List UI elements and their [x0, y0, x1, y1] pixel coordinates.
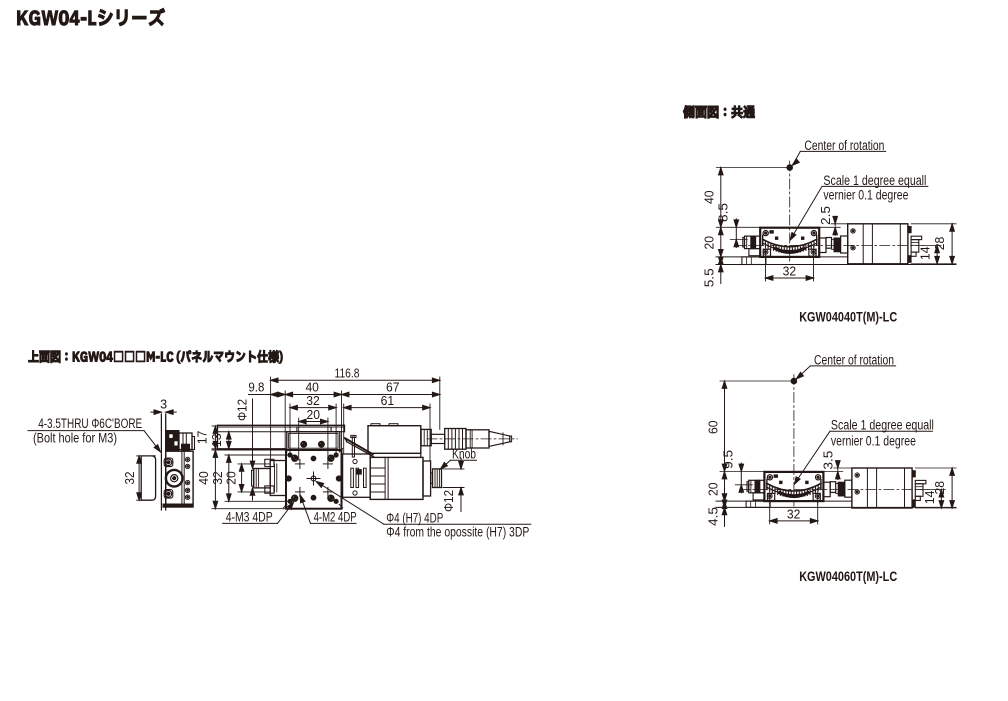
side-view-section-label [682, 104, 756, 119]
side-view-kgw04040-callouts: Center of rotation Scale 1 degree equall… [787, 138, 929, 242]
callout-phi4-1: Φ4 (H7) 4DP [386, 510, 443, 525]
dim-20h: 20 [307, 407, 321, 422]
dim-32v: 32 [210, 471, 225, 485]
dim-61: 61 [381, 393, 395, 408]
dim-20v: 20 [223, 471, 238, 485]
dim-kgw04060-step: 3.5 [821, 451, 836, 470]
callout-kgw04060-scale2: vernier 0.1 degree [831, 434, 916, 449]
dim-kgw04040-step: 2.5 [818, 206, 833, 225]
model-label-kgw04040: KGW04040T(M)-LC [799, 310, 897, 325]
dim-32h: 32 [306, 393, 320, 408]
callout-knob: Knob [452, 446, 476, 461]
side-view-kgw04060-callouts: Center of rotation Scale 1 degree equall… [791, 352, 934, 486]
callout-m3: 4-M3 4DP [226, 510, 273, 525]
dim-kgw04060-height: 60 [705, 420, 720, 434]
dim-kgw04060-base: 4.5 [705, 507, 720, 526]
dim-end-3: 3 [160, 396, 167, 411]
dim-kgw04040-20: 20 [702, 236, 717, 250]
top-view-dimensions: 116.8 9.8 40 67 32 61 20 Φ12 17 13 40 32… [195, 366, 465, 512]
dim-kgw04040-feet: 32 [783, 264, 797, 279]
dim-13: 13 [209, 433, 224, 447]
top-view: 3 32 4-3.5THRU Φ6C'BORE (Bolt hole for M… [27, 349, 532, 540]
dim-40h: 40 [305, 380, 319, 395]
dim-kgw04060-14: 14 [922, 491, 937, 505]
dim-9-8: 9.8 [248, 380, 264, 395]
dim-17: 17 [195, 431, 210, 445]
top-view-section-label [28, 349, 283, 364]
callout-m2: 4-M2 4DP [314, 510, 357, 525]
dim-kgw04060-feet: 32 [787, 506, 801, 521]
callout-bolt-hole-1: 4-3.5THRU Φ6C'BORE [38, 416, 142, 431]
dim-kgw04060-20: 20 [705, 482, 720, 496]
dim-kgw04060-28: 28 [932, 481, 947, 495]
callout-phi4-2: Φ4 from the opossite (H7) 3DP [386, 525, 529, 540]
callout-kgw04040-scale1: Scale 1 degree equall [823, 173, 926, 188]
dim-kgw04040-height: 40 [702, 191, 717, 205]
dim-overall: 116.8 [335, 366, 360, 381]
callout-kgw04040-scale2: vernier 0.1 degree [823, 188, 908, 203]
dim-kgw04040-28: 28 [932, 237, 947, 251]
side-view-kgw04060-dimensions: 60 20 4.5 9.5 3.5 32 14 28 [705, 380, 957, 527]
end-view-dimensions: 3 32 [122, 396, 177, 501]
callout-bolt-hole-2: (Bolt hole for M3) [33, 431, 117, 446]
side-view-kgw04060: 60 20 4.5 9.5 3.5 32 14 28 Center of rot… [705, 352, 957, 584]
dim-kgw04040-base: 5.5 [702, 268, 717, 287]
dim-67: 67 [386, 380, 400, 395]
callout-kgw04040-cor: Center of rotation [804, 138, 884, 153]
top-view-main [216, 423, 518, 510]
side-views: 40 20 5.5 8.5 2.5 32 14 28 Center of rot… [682, 104, 957, 584]
callout-kgw04060-cor: Center of rotation [814, 352, 894, 367]
model-label-kgw04060: KGW04060T(M)-LC [799, 569, 897, 584]
side-view-kgw04040: 40 20 5.5 8.5 2.5 32 14 28 Center of rot… [702, 138, 957, 325]
dim-kgw04060-offset: 9.5 [721, 450, 736, 469]
dim-phi12-left: Φ12 [235, 399, 250, 421]
side-view-kgw04040-dimensions: 40 20 5.5 8.5 2.5 32 14 28 [702, 167, 957, 287]
dim-kgw04040-offset: 8.5 [716, 203, 731, 222]
dim-phi12-right: Φ12 [441, 490, 456, 512]
callout-kgw04060-scale1: Scale 1 degree equall [831, 417, 934, 432]
dim-end-32: 32 [122, 472, 137, 485]
top-view-callouts: 4-M3 4DP 4-M2 4DP Φ4 (H7) 4DP Φ4 from th… [222, 446, 532, 540]
page-title [16, 7, 166, 27]
dim-40v: 40 [196, 471, 211, 485]
bolt-hole-callout: 4-3.5THRU Φ6C'BORE (Bolt hole for M3) [27, 416, 163, 454]
top-view-end-view [140, 413, 196, 511]
dim-kgw04040-14: 14 [918, 246, 933, 260]
